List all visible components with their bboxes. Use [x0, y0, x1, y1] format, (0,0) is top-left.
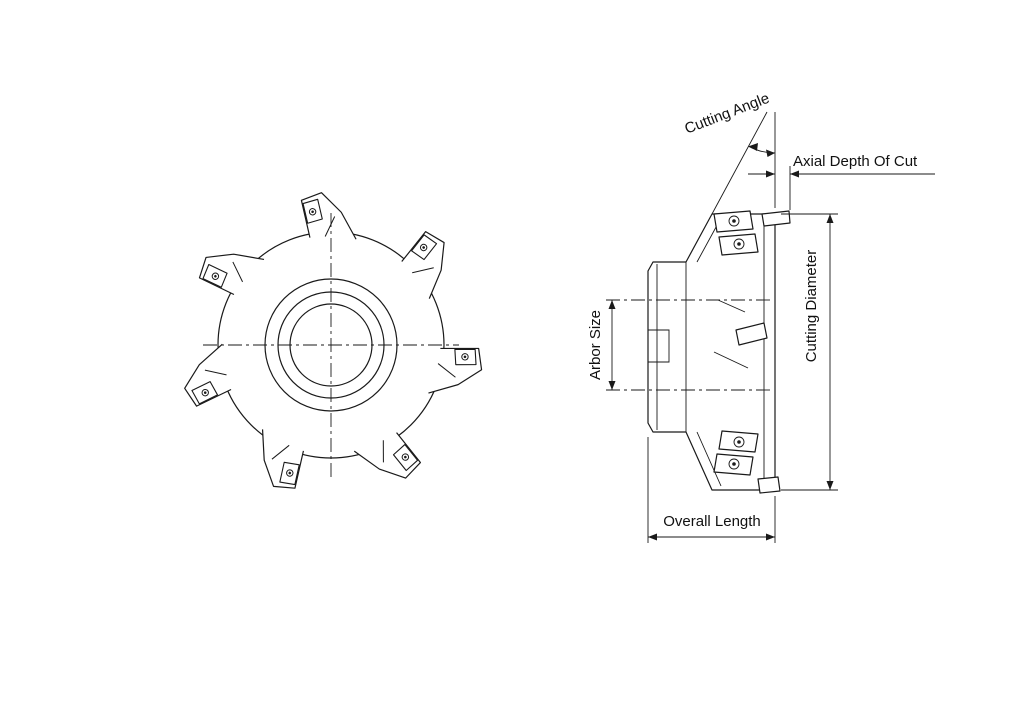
axial-depth-label: Axial Depth Of Cut — [793, 153, 918, 170]
arrowhead — [790, 170, 799, 178]
cutting-diameter-label: Cutting Diameter — [803, 250, 820, 363]
cutter-tooth-2 — [394, 225, 466, 302]
mid-insert — [735, 322, 768, 346]
detail-line — [717, 299, 746, 313]
bottom-corner-insert — [757, 476, 781, 494]
arrowhead — [766, 170, 775, 178]
hub-drive-notch — [648, 329, 670, 363]
side-view — [606, 210, 791, 494]
top-corner-insert — [761, 210, 791, 227]
dim-overall-length: Overall Length — [647, 437, 776, 543]
dim-arbor-size: Arbor Size — [587, 300, 616, 390]
cutter-tooth-5 — [239, 425, 315, 498]
screw-dot — [732, 462, 736, 466]
cutter-teeth — [179, 189, 489, 498]
detail-line — [696, 431, 722, 487]
arrowhead — [826, 214, 834, 223]
screw-head — [728, 215, 740, 227]
screw-dot — [737, 440, 741, 444]
cutting-angle-label: Cutting Angle — [682, 90, 771, 138]
arrowhead — [826, 481, 834, 490]
cutter-tooth-6 — [179, 343, 233, 408]
screw-dot — [732, 219, 736, 223]
screw-head — [733, 238, 745, 250]
arrowhead — [766, 149, 775, 157]
detail-line — [713, 351, 749, 369]
cutter-tooth-3 — [424, 335, 489, 408]
arrowhead — [766, 533, 775, 541]
angle-extension-slant — [711, 111, 768, 215]
screw-head — [728, 458, 740, 470]
arrowhead — [748, 143, 758, 151]
arbor-size-label: Arbor Size — [587, 310, 604, 380]
arrowhead — [608, 381, 616, 390]
arrowhead — [608, 300, 616, 309]
dim-axial-depth: Axial Depth Of Cut — [748, 153, 935, 210]
front-view — [179, 189, 489, 498]
cutter-tooth-4 — [352, 427, 425, 492]
dim-cutting-diameter: Cutting Diameter — [781, 213, 838, 491]
dim-cutting-angle: Cutting Angle — [682, 90, 776, 215]
screw-head — [733, 436, 745, 448]
cutter-tooth-1 — [296, 189, 362, 244]
cutter-tooth-7 — [191, 228, 268, 305]
arrowhead — [648, 533, 657, 541]
overall-length-label: Overall Length — [663, 513, 761, 530]
screw-dot — [737, 242, 741, 246]
